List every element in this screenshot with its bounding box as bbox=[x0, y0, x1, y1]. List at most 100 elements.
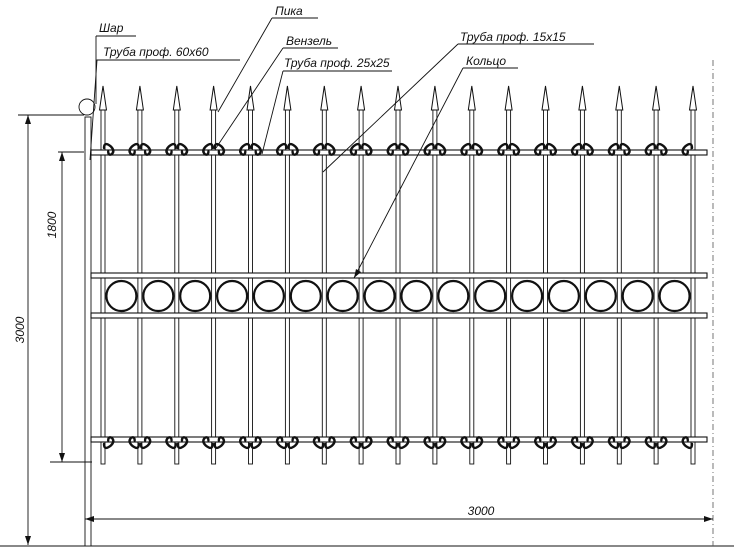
vertical-bar bbox=[284, 107, 290, 465]
vertical-bar bbox=[248, 107, 253, 465]
ring bbox=[474, 279, 507, 313]
leader-lines bbox=[89, 17, 594, 279]
post bbox=[84, 116, 92, 547]
monogram-scroll bbox=[655, 436, 668, 450]
monogram-scroll bbox=[213, 436, 226, 450]
monogram-scroll bbox=[349, 436, 362, 450]
ring bbox=[363, 279, 396, 313]
monogram-scroll bbox=[423, 436, 436, 450]
monogram-scroll bbox=[386, 436, 399, 450]
monogram-scroll bbox=[250, 142, 262, 156]
horizontal-rail bbox=[90, 272, 708, 279]
label-rail: Труба проф. 25x25 bbox=[284, 56, 390, 70]
monogram-scroll bbox=[324, 142, 336, 156]
vertical-bars bbox=[98, 85, 698, 465]
vertical-bar bbox=[174, 107, 180, 465]
monogram-scroll bbox=[644, 142, 657, 156]
monogram-scroll bbox=[570, 142, 583, 156]
monogram-scroll bbox=[582, 142, 594, 156]
monogram-rows bbox=[102, 142, 694, 450]
vertical-bar bbox=[358, 107, 364, 465]
pike-tip bbox=[135, 85, 144, 111]
ring bbox=[510, 279, 544, 313]
monogram-scroll bbox=[607, 142, 620, 156]
pike-tip bbox=[283, 85, 292, 111]
monogram-scroll bbox=[202, 436, 214, 450]
ring bbox=[142, 279, 175, 313]
monogram-scroll bbox=[349, 142, 362, 156]
vertical-bar bbox=[616, 107, 622, 465]
pike-tip bbox=[209, 85, 218, 111]
monogram-scroll bbox=[250, 436, 262, 450]
monogram-scroll bbox=[275, 436, 288, 450]
monogram-scroll bbox=[239, 142, 251, 156]
monogram-scroll bbox=[360, 436, 373, 450]
monogram-scroll bbox=[534, 436, 546, 450]
monogram-scroll bbox=[324, 436, 336, 450]
post-ball bbox=[78, 98, 96, 116]
label-monogram: Вензель bbox=[286, 34, 332, 48]
pike-tip bbox=[688, 85, 698, 111]
vertical-bar bbox=[579, 107, 585, 465]
pike-tip bbox=[615, 85, 624, 111]
vertical-bar bbox=[211, 107, 217, 465]
monogram-scroll bbox=[202, 142, 214, 156]
pike-tip bbox=[172, 85, 181, 111]
pike-tip bbox=[430, 85, 439, 111]
pike-tip bbox=[467, 85, 476, 111]
monogram-scroll bbox=[423, 142, 436, 156]
monogram-scroll bbox=[102, 142, 115, 156]
monogram-scroll bbox=[644, 436, 657, 450]
monogram-scroll bbox=[619, 142, 631, 156]
total-height-label: 3000 bbox=[13, 316, 27, 343]
monogram-scroll bbox=[534, 142, 546, 156]
monogram-scroll bbox=[508, 142, 521, 156]
monogram-scroll bbox=[102, 436, 115, 450]
monogram-scroll bbox=[213, 142, 226, 156]
monogram-scroll bbox=[275, 142, 288, 156]
vertical-bar bbox=[543, 107, 548, 465]
horizontal-rail bbox=[90, 149, 708, 156]
pike-tip bbox=[578, 85, 587, 111]
monogram-scroll bbox=[460, 142, 472, 156]
ring bbox=[621, 279, 654, 313]
monogram-scroll bbox=[165, 142, 177, 156]
pike-tip bbox=[98, 85, 108, 111]
monogram-scroll bbox=[165, 436, 177, 450]
monogram-scroll bbox=[681, 142, 694, 156]
monogram-scroll bbox=[471, 142, 484, 156]
ring bbox=[437, 279, 470, 313]
monogram-scroll bbox=[508, 436, 521, 450]
monogram-scroll bbox=[128, 436, 141, 450]
label-pike: Пика bbox=[275, 4, 303, 18]
monogram-scroll bbox=[655, 142, 668, 156]
monogram-scroll bbox=[545, 142, 557, 156]
vertical-bar bbox=[653, 107, 659, 465]
monogram-scroll bbox=[312, 142, 325, 156]
ring bbox=[105, 279, 138, 313]
vertical-bar bbox=[395, 107, 401, 465]
monogram-scroll bbox=[434, 436, 447, 450]
monogram-scroll bbox=[497, 142, 509, 156]
monogram-scroll bbox=[582, 436, 594, 450]
monogram-scroll bbox=[312, 436, 325, 450]
ring bbox=[326, 279, 359, 313]
monogram-scroll bbox=[386, 142, 399, 156]
monogram-scroll bbox=[681, 436, 694, 450]
label-bar: Труба проф. 15x15 bbox=[460, 30, 566, 44]
vertical-bar bbox=[100, 107, 106, 465]
vertical-bar bbox=[506, 107, 512, 465]
pike-tip bbox=[246, 85, 255, 111]
monogram-scroll bbox=[239, 436, 251, 450]
ring bbox=[658, 279, 691, 313]
monogram-scroll bbox=[497, 436, 509, 450]
monogram-scroll bbox=[434, 142, 447, 156]
vertical-bar bbox=[321, 107, 327, 465]
monogram-scroll bbox=[460, 436, 472, 450]
monogram-scroll bbox=[176, 142, 189, 156]
monogram-scroll bbox=[397, 436, 410, 450]
ring bbox=[179, 279, 212, 313]
monogram-scroll bbox=[570, 436, 583, 450]
width-label: 3000 bbox=[468, 504, 495, 518]
